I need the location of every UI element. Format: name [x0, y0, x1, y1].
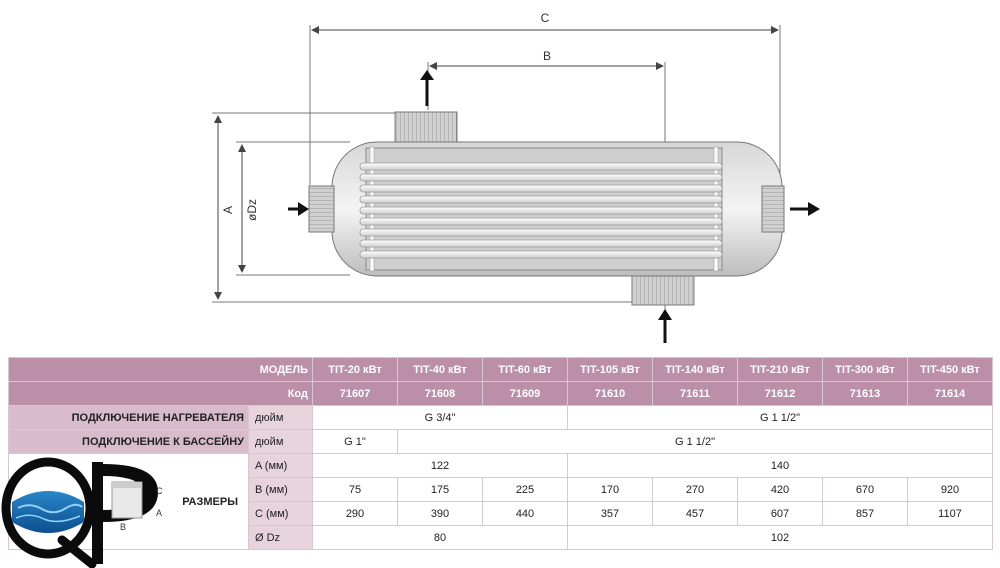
- model-cell: TIT-40 кВт: [397, 357, 483, 382]
- heater-value: G 1 1/2": [567, 405, 993, 430]
- model-cell: TIT-210 кВт: [737, 357, 823, 382]
- code-cell: 71609: [482, 381, 568, 406]
- b-value: 225: [482, 477, 568, 502]
- model-cell: TIT-140 кВт: [652, 357, 738, 382]
- dim-c-label: C: [541, 11, 550, 25]
- model-cell: TIT-105 кВт: [567, 357, 653, 382]
- logo-letter-q: [1, 457, 97, 568]
- logo-icon-a: A: [156, 508, 162, 518]
- a-value: 122: [312, 453, 568, 478]
- b-value: 170: [567, 477, 653, 502]
- code-cell: 71613: [822, 381, 908, 406]
- pool-value: G 1": [312, 429, 398, 454]
- pool-unit: дюйм: [248, 429, 313, 454]
- code-row: Код 71607 71608 71609 71610 71611 71612 …: [8, 381, 993, 406]
- dz-value: 80: [312, 525, 568, 550]
- b-value: 420: [737, 477, 823, 502]
- c-value: 390: [397, 501, 483, 526]
- code-cell: 71611: [652, 381, 738, 406]
- logo-icon-b: B: [120, 522, 126, 532]
- qp-logo: C A B: [1, 457, 163, 568]
- dim-a-label: A: [221, 206, 235, 214]
- dz-row: Ø Dz 80 102: [9, 525, 993, 550]
- logo-icon-c: C: [156, 486, 163, 496]
- c-unit: C (мм): [248, 501, 313, 526]
- heater-label: ПОДКЛЮЧЕНИЕ НАГРЕВАТЕЛЯ: [8, 405, 249, 430]
- heater-row: ПОДКЛЮЧЕНИЕ НАГРЕВАТЕЛЯ дюйм G 3/4" G 1 …: [8, 405, 993, 430]
- model-cell: TIT-300 кВт: [822, 357, 908, 382]
- a-value: 140: [567, 453, 993, 478]
- heater-value: G 3/4": [312, 405, 568, 430]
- left-nozzle: [288, 185, 335, 233]
- c-row: C (мм) 290 390 440 357 457 607 857 1107: [9, 501, 993, 526]
- c-value: 1107: [907, 501, 993, 526]
- c-value: 457: [652, 501, 738, 526]
- c-value: 857: [822, 501, 908, 526]
- top-inlet-pipe: [394, 70, 458, 148]
- code-cell: 71608: [397, 381, 483, 406]
- code-cell: 71610: [567, 381, 653, 406]
- dim-dz-label: øDz: [245, 199, 259, 221]
- c-value: 607: [737, 501, 823, 526]
- code-cell: 71614: [907, 381, 993, 406]
- model-cell: TIT-20 кВт: [312, 357, 398, 382]
- c-value: 290: [312, 501, 398, 526]
- dz-unit: Ø Dz: [248, 525, 313, 550]
- c-value: 440: [482, 501, 568, 526]
- b-row: B (мм) 75 175 225 170 270 420 670 920: [9, 477, 993, 502]
- code-label: Код: [8, 381, 313, 406]
- model-cell: TIT-450 кВт: [907, 357, 993, 382]
- logo-letter-p: [92, 462, 158, 564]
- code-cell: 71607: [312, 381, 398, 406]
- logo-box-icon: C A B: [111, 481, 163, 532]
- sizes-label-text: РАЗМЕРЫ: [182, 495, 238, 508]
- dim-b-label: B: [543, 49, 551, 63]
- c-value: 357: [567, 501, 653, 526]
- dimension-c: C: [309, 11, 781, 185]
- b-value: 670: [822, 477, 908, 502]
- bottom-inlet-pipe: [631, 269, 695, 343]
- b-value: 175: [397, 477, 483, 502]
- heat-exchanger-drawing: C B A øDz: [212, 11, 820, 343]
- b-unit: B (мм): [248, 477, 313, 502]
- b-value: 75: [312, 477, 398, 502]
- right-nozzle: [761, 185, 820, 233]
- pool-row: ПОДКЛЮЧЕНИЕ К БАССЕЙНУ дюйм G 1" G 1 1/2…: [8, 429, 993, 454]
- model-row: МОДЕЛЬ TIT-20 кВт TIT-40 кВт TIT-60 кВт …: [8, 357, 993, 382]
- model-label: МОДЕЛЬ: [8, 357, 313, 382]
- tube-bundle: [359, 162, 723, 259]
- dimension-dz: øDz: [236, 141, 350, 276]
- pool-label: ПОДКЛЮЧЕНИЕ К БАССЕЙНУ: [8, 429, 249, 454]
- heater-unit: дюйм: [248, 405, 313, 430]
- dz-value: 102: [567, 525, 993, 550]
- dimension-a: A: [212, 112, 640, 303]
- code-cell: 71612: [737, 381, 823, 406]
- b-value: 270: [652, 477, 738, 502]
- pool-value: G 1 1/2": [397, 429, 993, 454]
- model-cell: TIT-60 кВт: [482, 357, 568, 382]
- b-value: 920: [907, 477, 993, 502]
- a-unit: A (мм): [248, 453, 313, 478]
